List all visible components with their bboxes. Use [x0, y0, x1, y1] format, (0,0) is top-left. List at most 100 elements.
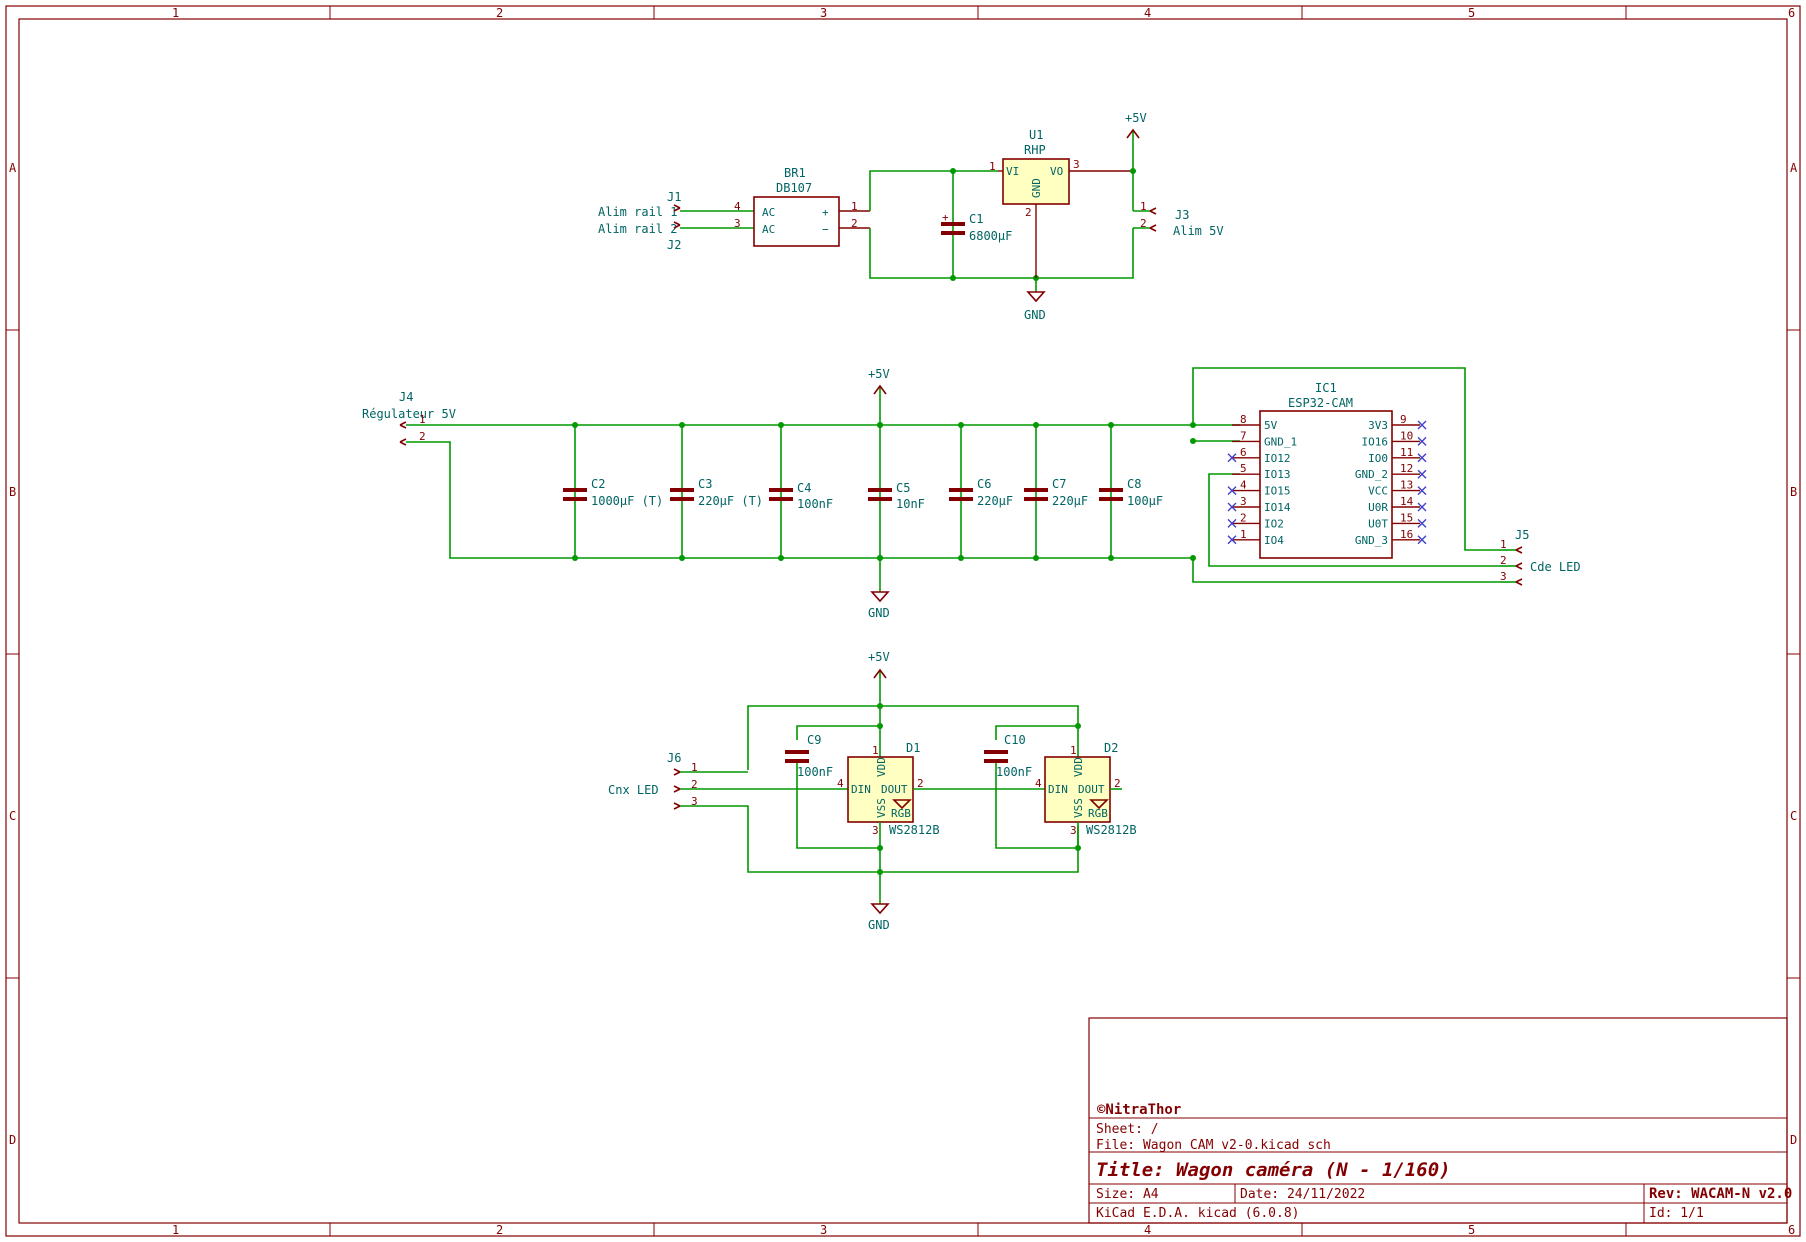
- drawing-frame: 1 2 3 4 5 6 1 2 3 4 5 6 A B C D A B C D: [5, 5, 1801, 1237]
- ic1-pin-number: 7: [1240, 429, 1247, 442]
- gnd-symbol-3: [870, 903, 890, 915]
- ic1-ref: IC1: [1315, 381, 1337, 395]
- p5v-label-2: +5V: [868, 367, 890, 381]
- c10-plate-top: [984, 750, 1008, 754]
- br1-plus: +: [822, 206, 829, 219]
- c8-ref: C8: [1127, 477, 1141, 491]
- j3-pin2: 2: [1140, 217, 1147, 230]
- j6-pin-symbols: [673, 768, 681, 810]
- ic1-pin-number: 14: [1400, 495, 1414, 508]
- br1-ref: BR1: [784, 166, 806, 180]
- title-block: ©NitraThor Sheet: / File: Wagon_CAM_v2-0…: [1088, 1017, 1792, 1224]
- ic1-pin-name: VCC: [1368, 485, 1388, 498]
- no-connect-icon: [1417, 518, 1427, 528]
- j5-pin3: 3: [1500, 570, 1507, 583]
- j1-ref: J1: [667, 190, 681, 204]
- ic1-pin-16: 16 GND_3: [1355, 528, 1427, 547]
- ic1-pin-name: GND_2: [1355, 468, 1388, 481]
- no-connect-icon: [1227, 453, 1237, 463]
- u1-vi: VI: [1006, 165, 1019, 178]
- p5v-label-1: +5V: [1125, 111, 1147, 125]
- c1-plate-bottom: [941, 231, 965, 235]
- j2-value: Alim rail 2: [598, 222, 677, 236]
- j1-pin-symbol: [673, 204, 681, 212]
- col-label-1: 1: [172, 6, 179, 20]
- d2-pin1: 1: [1070, 744, 1077, 757]
- led-section: +5V J6 Cnx LED 1 2 3 C9 100nF D1 WS2812B…: [608, 650, 1137, 932]
- ic1-pin-number: 2: [1240, 511, 1247, 524]
- d2-body: [1044, 756, 1111, 823]
- col-label-3-bottom: 3: [820, 1223, 827, 1237]
- u1-pin3: 3: [1073, 158, 1080, 171]
- d1-body: [847, 756, 914, 823]
- c9-plate-top: [785, 750, 809, 754]
- col-label-3: 3: [820, 6, 827, 20]
- c7-ref: C7: [1052, 477, 1066, 491]
- d2-led-icon: [1089, 799, 1109, 810]
- u1-ref: U1: [1029, 128, 1043, 142]
- ic1-pin-number: 3: [1240, 495, 1247, 508]
- ic1-pin-number: 16: [1400, 528, 1413, 541]
- br1-minus: −: [822, 223, 829, 236]
- ic1-pin-name: 5V: [1264, 419, 1278, 432]
- no-connect-icon: [1417, 453, 1427, 463]
- j3-ref: J3: [1175, 208, 1189, 222]
- d2-din: DIN: [1048, 783, 1068, 796]
- ic1-body: [1259, 410, 1393, 559]
- j5-pin2: 2: [1500, 554, 1507, 567]
- no-connect-icon: [1227, 535, 1237, 545]
- col-label-5-bottom: 5: [1468, 1223, 1475, 1237]
- br1-value: DB107: [776, 181, 812, 195]
- gnd-symbol-1: [1026, 291, 1046, 303]
- j6-ref: J6: [667, 751, 681, 765]
- title-tool: KiCad E.D.A. kicad (6.0.8): [1096, 1206, 1300, 1221]
- j5-ref: J5: [1515, 528, 1529, 542]
- c10-plate-bottom: [984, 759, 1008, 763]
- j5-pin1: 1: [1500, 538, 1507, 551]
- no-connect-icon: [1227, 518, 1237, 528]
- no-connect-icon: [1417, 420, 1427, 430]
- c3-ref: C3: [698, 477, 712, 491]
- ic1-pin-name: GND_1: [1264, 435, 1297, 448]
- ic1-pin-name: GND_3: [1355, 534, 1388, 547]
- d1-din: DIN: [851, 783, 871, 796]
- c7-value: 220µF: [1052, 494, 1088, 508]
- col-label-4: 4: [1144, 6, 1151, 20]
- d1-value: WS2812B: [889, 823, 940, 837]
- j4-value: Régulateur 5V: [362, 407, 456, 421]
- br1-ac2: AC: [762, 223, 775, 236]
- d1-pin4: 4: [837, 777, 844, 790]
- d1-vdd: VDD: [875, 757, 888, 777]
- c8-value: 100µF: [1127, 494, 1163, 508]
- no-connect-icon: [1417, 436, 1427, 446]
- j6-pin2: 2: [691, 778, 698, 791]
- no-connect-icon: [1227, 486, 1237, 496]
- ic1-pin-name: IO12: [1264, 452, 1291, 465]
- ic1-value: ESP32-CAM: [1288, 396, 1353, 410]
- c1-polarity: +: [942, 211, 949, 224]
- j4-pin2: 2: [419, 430, 426, 443]
- title-date: Date: 24/11/2022: [1240, 1187, 1365, 1202]
- title-logo: ©NitraThor: [1097, 1102, 1181, 1118]
- ic1-pin-name: IO0: [1368, 452, 1388, 465]
- u1-body: [1002, 158, 1070, 205]
- d1-pin2: 2: [917, 777, 924, 790]
- br1-ac1: AC: [762, 206, 775, 219]
- ic1-pin-name: U0T: [1368, 517, 1388, 530]
- j6-pin3: 3: [691, 795, 698, 808]
- j3-pin2-symbol: [1149, 224, 1157, 232]
- j4-pin2-symbol: [399, 438, 407, 446]
- d2-vdd: VDD: [1072, 757, 1085, 777]
- ic1-pin-number: 13: [1400, 479, 1413, 492]
- c5-ref: C5: [896, 481, 910, 495]
- no-connect-icon: [1417, 502, 1427, 512]
- title-rev: Rev: WACAM-N v2.0: [1649, 1186, 1792, 1202]
- title-file: File: Wagon_CAM_v2-0.kicad_sch: [1096, 1138, 1331, 1153]
- ic1-pin-number: 1: [1240, 528, 1247, 541]
